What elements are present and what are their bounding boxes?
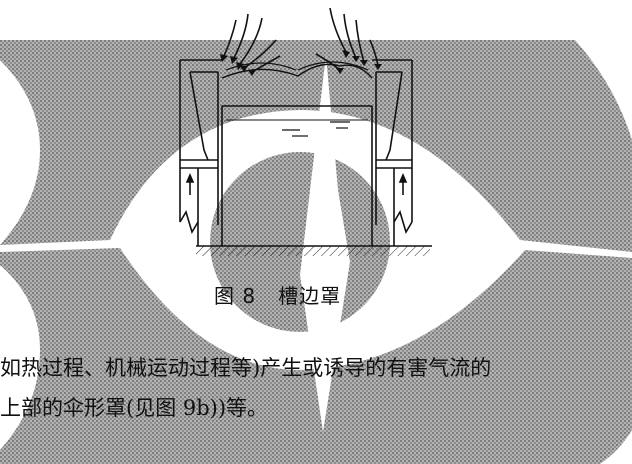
figure-caption: 图 8 槽边罩 — [214, 284, 342, 308]
watermark-upper-band — [0, 40, 632, 252]
figure-drawing — [179, 7, 432, 256]
watermark-spike — [300, 55, 350, 432]
watermark — [0, 40, 632, 464]
floor-hatch — [196, 246, 430, 256]
body-text-line-1: 如热过程、机械运动过程等)产生或诱导的有害气流的 — [0, 356, 492, 380]
body-text-line-2: 上部的伞形罩(见图 9b))等。 — [0, 396, 269, 420]
watermark-lower-band — [0, 248, 632, 464]
